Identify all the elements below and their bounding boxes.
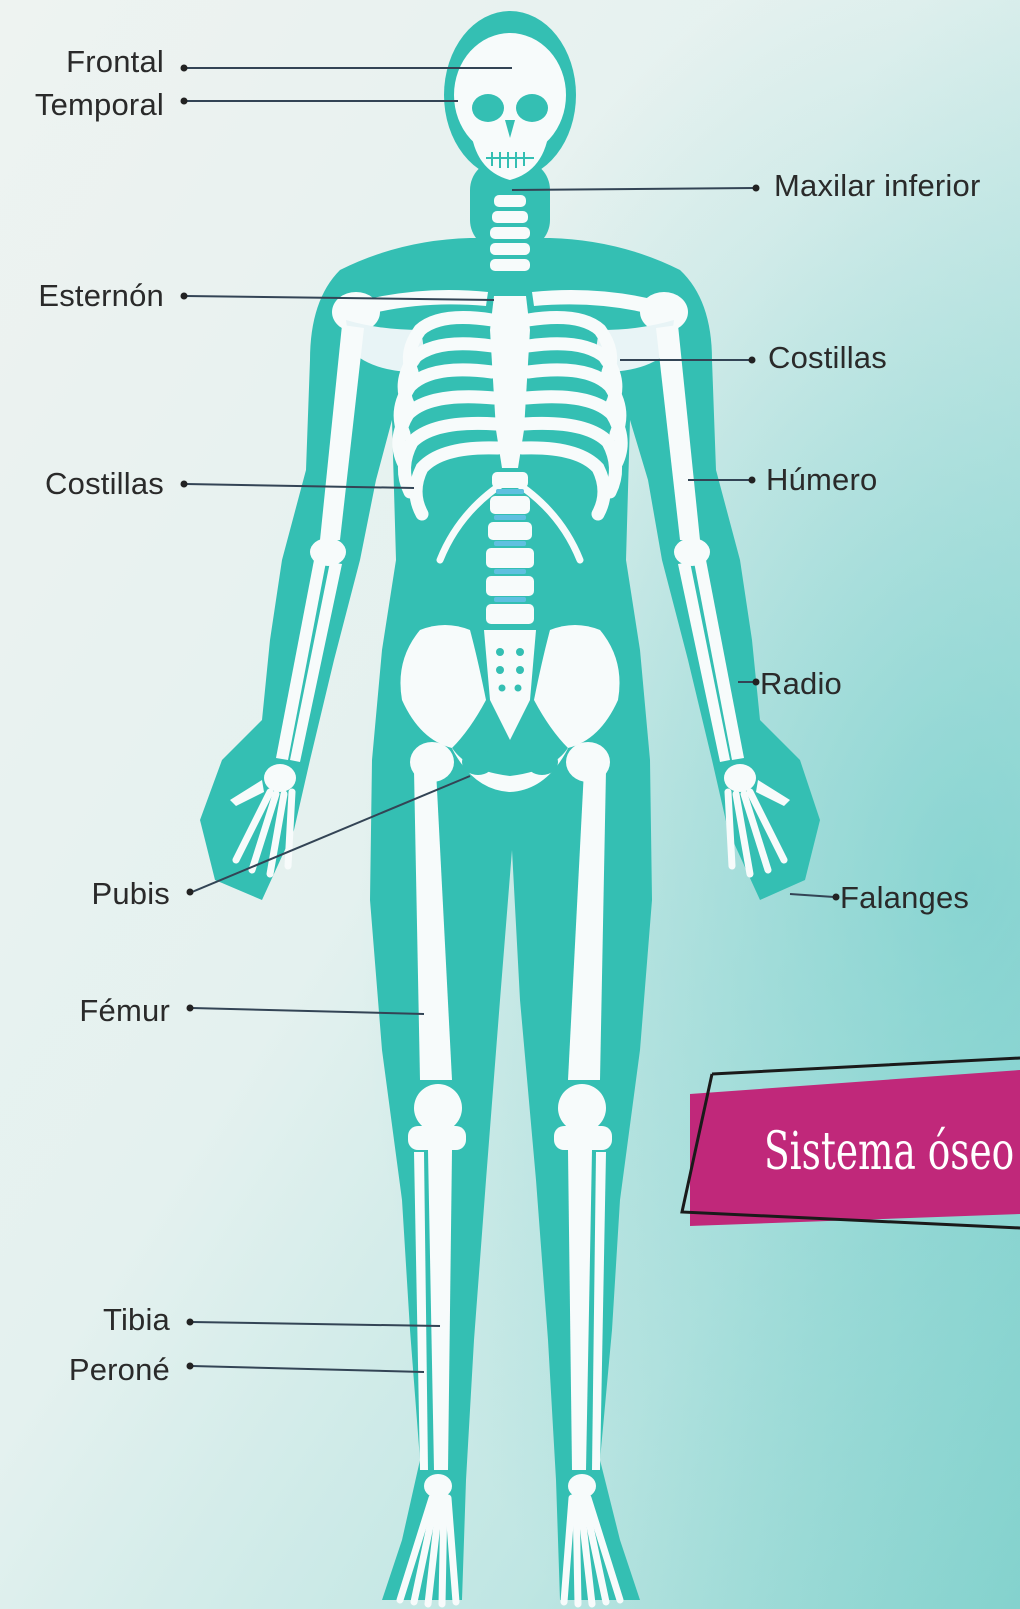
title: Sistema óseo — [764, 1122, 948, 1182]
label-pubis: Pubis — [91, 876, 170, 912]
label-perone: Peroné — [69, 1352, 170, 1388]
label-temporal: Temporal — [35, 87, 164, 123]
label-humero: Húmero — [766, 462, 877, 498]
label-esternon: Esternón — [38, 278, 164, 314]
label-femur: Fémur — [79, 993, 170, 1029]
label-costillas-left: Costillas — [45, 466, 164, 502]
label-costillas-right: Costillas — [768, 340, 887, 376]
label-maxilar-inferior: Maxilar inferior — [774, 168, 980, 204]
label-falanges: Falanges — [840, 880, 969, 916]
label-tibia: Tibia — [103, 1302, 170, 1338]
label-radio: Radio — [760, 666, 842, 702]
label-frontal: Frontal — [66, 44, 164, 80]
